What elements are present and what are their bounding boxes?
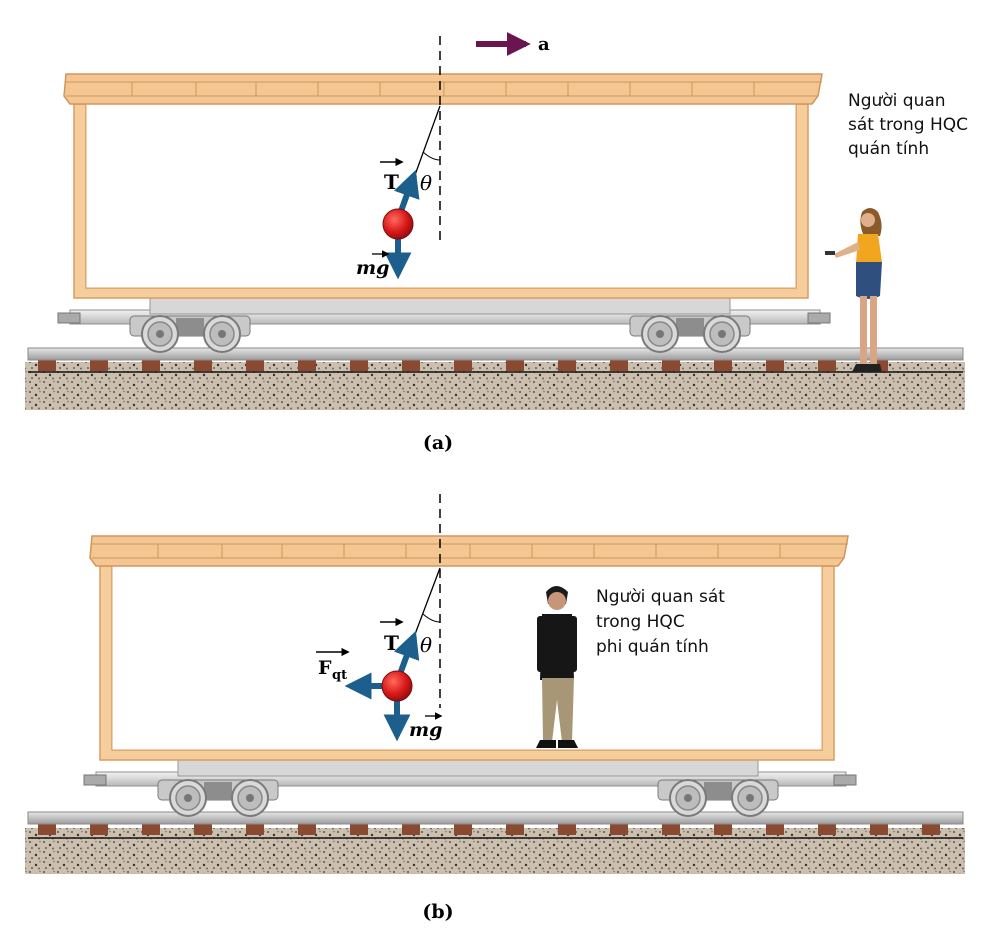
panel-b: θ T F qt mg Người quan sát trong HQC phi… xyxy=(25,494,965,923)
svg-text:F: F xyxy=(318,657,332,679)
observer-text-b: Người quan sát trong HQC phi quán tính xyxy=(596,587,730,657)
observer-text-a: Người quan sát trong HQC quán tính xyxy=(848,91,973,159)
gravity-label-b: mg xyxy=(409,712,443,741)
sleepers-b xyxy=(38,824,940,835)
svg-text:mg: mg xyxy=(356,257,389,279)
svg-text:mg: mg xyxy=(409,719,442,741)
car-roof-b xyxy=(89,535,849,567)
caption-b: (b) xyxy=(422,901,453,923)
bogie-wheel-icon xyxy=(669,779,707,817)
panel-a: θ T mg a Người quan sát trong HQC quán t… xyxy=(25,32,973,454)
roof-panels-b xyxy=(92,543,848,559)
tension-arrow-a xyxy=(393,169,420,216)
bogie-wheel-icon xyxy=(141,315,179,353)
svg-text:T: T xyxy=(384,170,399,194)
track-a xyxy=(25,347,965,410)
pendulum-ball-b xyxy=(381,670,413,702)
car-interior-a xyxy=(85,103,797,289)
tension-label-b: T xyxy=(380,617,404,655)
bogie-wheel-icon xyxy=(703,315,741,353)
car-sill-b xyxy=(177,759,759,777)
train-car-a xyxy=(57,73,831,353)
ballast-a xyxy=(25,362,965,410)
tension-arrow-b xyxy=(393,630,420,676)
bogie-right-b xyxy=(657,779,779,817)
svg-text:T: T xyxy=(384,631,399,655)
train-car-b xyxy=(83,535,857,817)
car-sill-a xyxy=(149,297,731,315)
bogie-right-a xyxy=(629,315,751,353)
coupler-left-a xyxy=(57,312,81,324)
coupler-right-b xyxy=(833,774,857,786)
bogie-wheel-icon xyxy=(231,779,269,817)
inertial-force-label-b: F qt xyxy=(316,647,350,683)
coupler-left-b xyxy=(83,774,107,786)
svg-text:qt: qt xyxy=(332,668,347,683)
tension-label-a: T xyxy=(380,157,404,194)
bogie-left-a xyxy=(129,315,251,353)
angle-arc-b xyxy=(422,613,441,623)
ballast-b xyxy=(25,828,965,874)
rail-b xyxy=(27,811,964,825)
track-b xyxy=(25,811,965,874)
coupler-right-a xyxy=(807,312,831,324)
man-observer-icon xyxy=(536,586,578,748)
bogie-wheel-icon xyxy=(641,315,679,353)
acceleration-indicator-a: a xyxy=(476,32,550,56)
pendulum-ball-a xyxy=(382,208,414,240)
bogie-wheel-icon xyxy=(731,779,769,817)
angle-label-a: θ xyxy=(420,171,432,195)
bogie-left-b xyxy=(157,779,279,817)
car-interior-b xyxy=(111,565,823,751)
woman-observer-icon xyxy=(825,208,882,372)
angle-arc-a xyxy=(422,151,441,161)
car-roof-a xyxy=(63,73,823,105)
roof-panels-a xyxy=(66,81,822,97)
bogie-wheel-icon xyxy=(169,779,207,817)
caption-a: (a) xyxy=(423,432,453,454)
angle-label-b: θ xyxy=(420,633,432,657)
bogie-wheel-icon xyxy=(203,315,241,353)
acceleration-label-a: a xyxy=(538,34,550,55)
gravity-label-a: mg xyxy=(356,250,390,279)
